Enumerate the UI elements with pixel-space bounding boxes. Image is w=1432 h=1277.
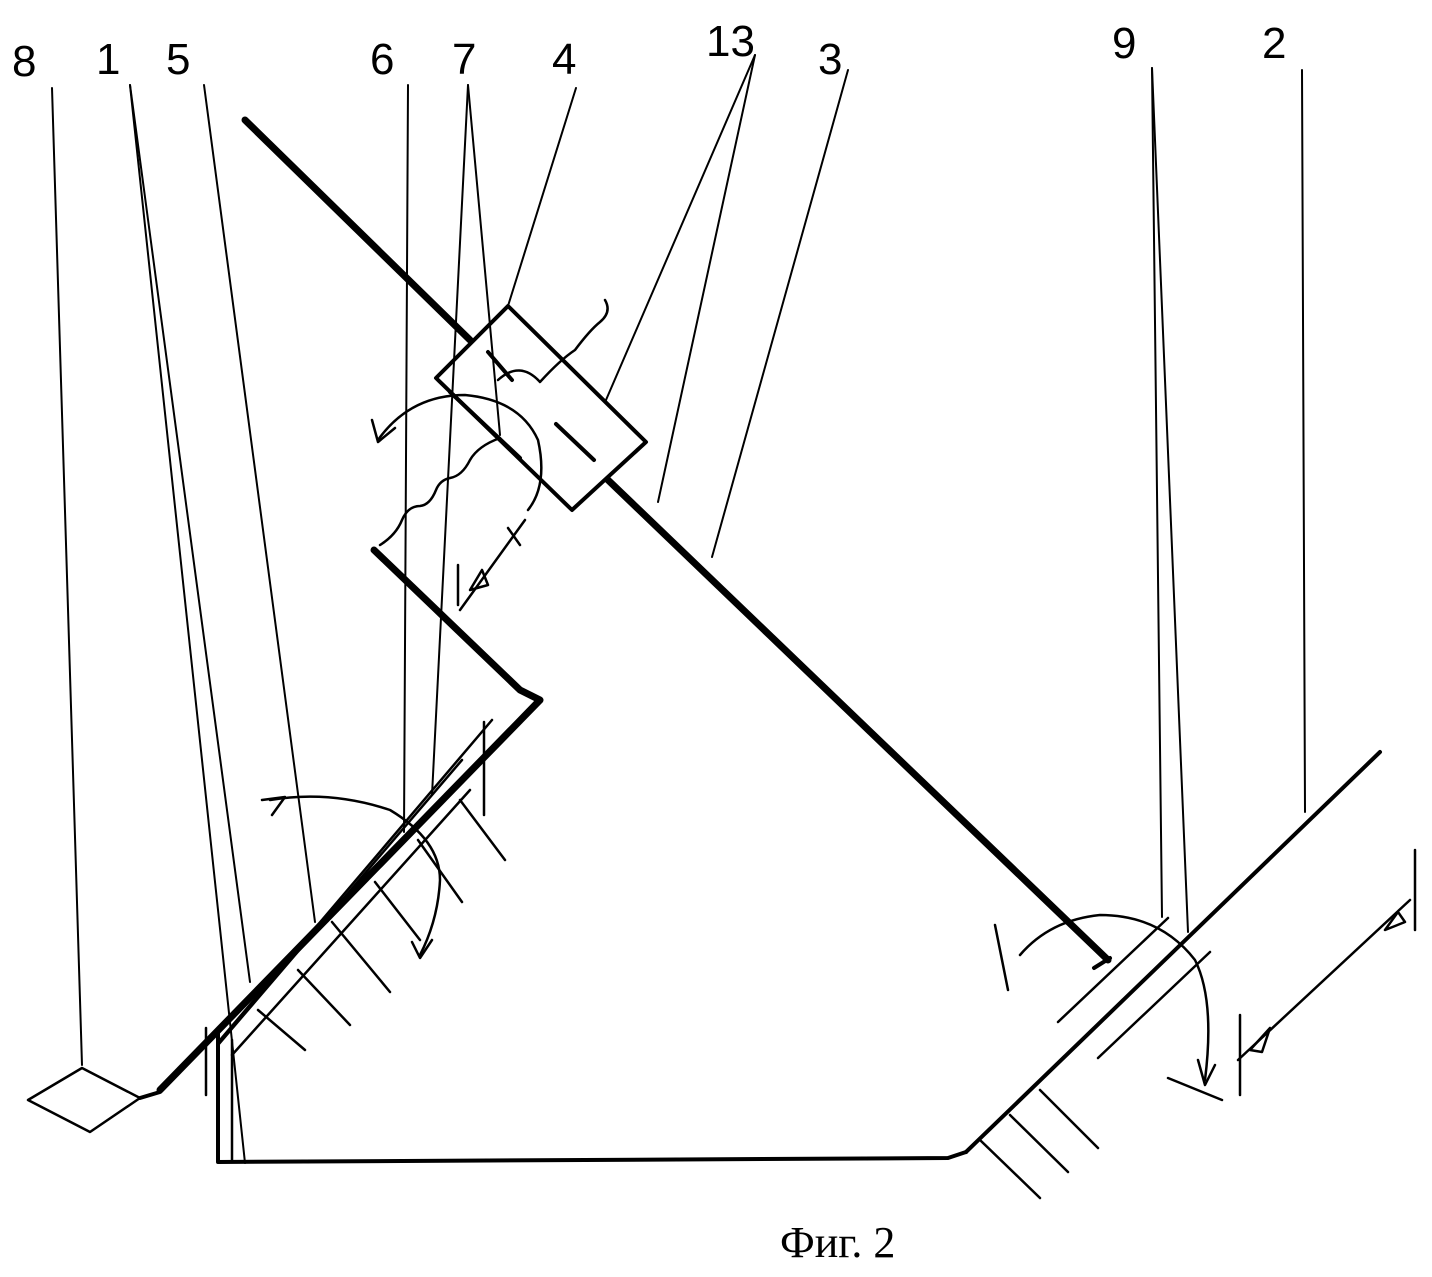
leader-13a — [605, 54, 756, 401]
label-8: 8 — [12, 37, 37, 86]
figure-caption: Фиг. 2 — [780, 1218, 896, 1267]
label-3: 3 — [818, 35, 843, 84]
label-4: 4 — [552, 35, 577, 84]
rhombus-8 — [26, 1066, 142, 1134]
leader-9b — [1151, 67, 1189, 933]
leader-7b — [431, 84, 469, 796]
leader-8 — [51, 87, 83, 1066]
leader-1b — [129, 84, 251, 983]
frame-base — [216, 1028, 968, 1164]
wavy-shaft — [378, 436, 502, 547]
leader-6 — [403, 84, 409, 833]
rails-left — [204, 718, 494, 1097]
label-1: 1 — [96, 35, 121, 84]
leader-5 — [203, 84, 316, 923]
label-5: 5 — [166, 35, 191, 84]
label-7: 7 — [452, 35, 477, 84]
rotation-arcs — [260, 393, 1217, 1087]
label-2: 2 — [1262, 19, 1287, 68]
leader-13b — [657, 54, 756, 503]
leader-4 — [507, 87, 577, 307]
hatch-right — [978, 1088, 1100, 1200]
leader-lines — [51, 54, 1306, 1164]
leader-1a — [129, 84, 246, 1164]
leader-2 — [1301, 69, 1306, 813]
label-9: 9 — [1112, 19, 1137, 68]
block-4 — [434, 298, 648, 512]
label-6: 6 — [370, 35, 395, 84]
dimension-arrows — [456, 518, 1417, 1102]
arm-2 — [964, 750, 1382, 1154]
hatch-left — [256, 798, 507, 1052]
label-13: 13 — [706, 17, 755, 66]
arm-3 — [241, 116, 1112, 964]
arm-1 — [138, 546, 544, 1100]
leader-3 — [711, 69, 849, 558]
leader-7a — [467, 84, 501, 436]
leader-9a — [1151, 67, 1163, 918]
